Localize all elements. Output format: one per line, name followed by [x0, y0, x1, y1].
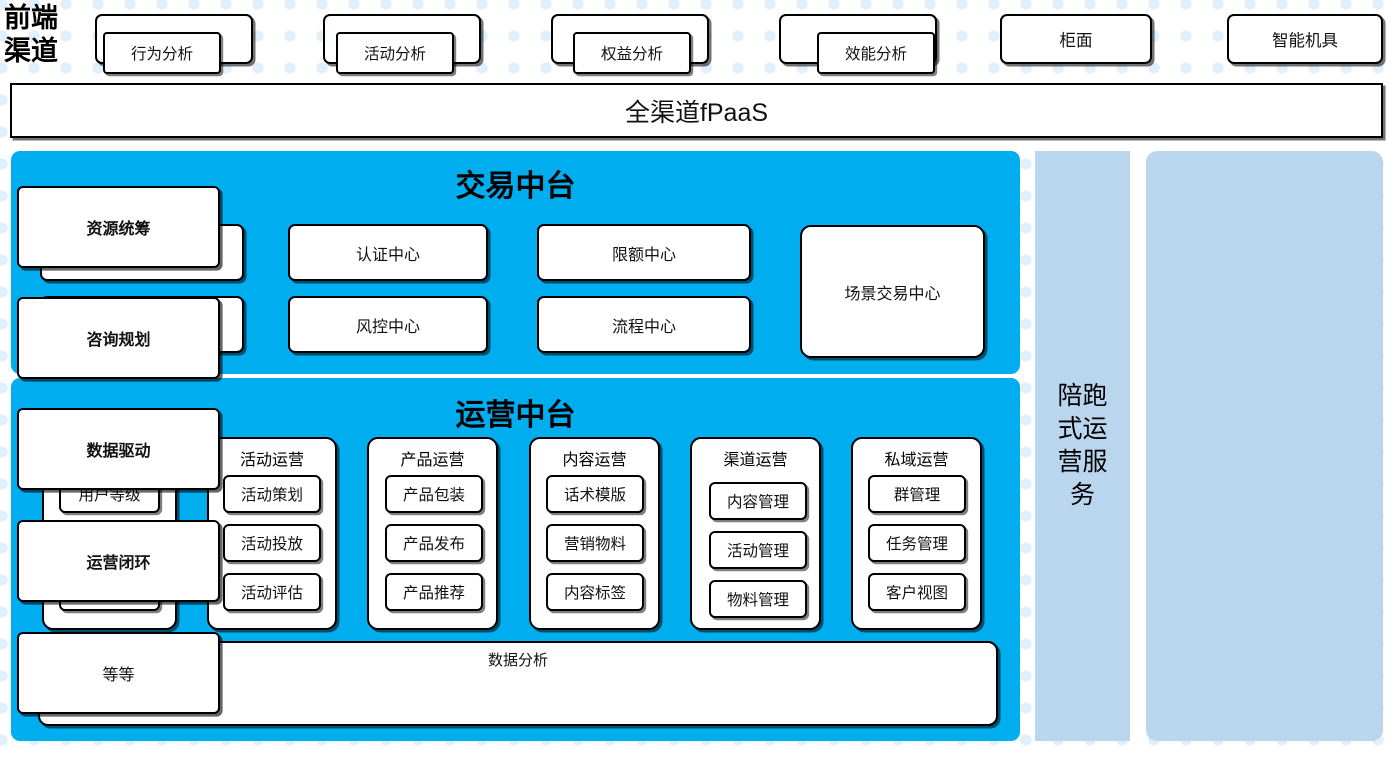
transaction-item-scenario-center[interactable]: 场景交易中心	[800, 225, 985, 358]
front-channel-label: 前端 渠道	[4, 2, 86, 68]
transaction-item-auth-center[interactable]: 认证中心	[288, 224, 488, 281]
operation-item-content-tag[interactable]: 内容标签	[546, 573, 644, 611]
analysis-item-performance[interactable]: 效能分析	[817, 32, 935, 74]
operation-item-activity-plan[interactable]: 活动策划	[223, 475, 321, 513]
operation-item-product-release[interactable]: 产品发布	[385, 524, 483, 562]
operation-item-script-template[interactable]: 话术模版	[546, 475, 644, 513]
analysis-item-benefit[interactable]: 权益分析	[573, 32, 691, 74]
analysis-item-activity[interactable]: 活动分析	[336, 32, 454, 74]
capability-card-resource-coordination[interactable]: 资源统筹	[17, 186, 220, 268]
transaction-item-risk-center[interactable]: 风控中心	[288, 296, 488, 353]
operation-column-private-domain-title: 私域运营	[884, 452, 949, 469]
operation-column-content-title: 内容运营	[562, 452, 627, 469]
operation-column-activity-title: 活动运营	[239, 452, 304, 469]
front-channel-label-line1: 前端	[4, 3, 58, 33]
transaction-item-limit-center[interactable]: 限额中心	[537, 224, 751, 281]
analysis-item-behavior[interactable]: 行为分析	[103, 32, 221, 74]
operation-item-product-recommend[interactable]: 产品推荐	[385, 573, 483, 611]
capability-card-consulting-planning[interactable]: 咨询规划	[17, 297, 220, 379]
channel-box-counter[interactable]: 柜面	[1000, 14, 1152, 64]
transaction-item-process-center[interactable]: 流程中心	[537, 296, 751, 353]
operation-column-channel-title: 渠道运营	[723, 452, 788, 469]
operation-item-material-manage[interactable]: 物料管理	[709, 580, 807, 618]
capability-card-data-driven[interactable]: 数据驱动	[17, 408, 220, 490]
operation-item-activity-manage[interactable]: 活动管理	[709, 531, 807, 569]
operation-item-content-manage[interactable]: 内容管理	[709, 482, 807, 520]
service-column-panel: 陪跑式运营服务	[1035, 151, 1130, 741]
operation-item-customer-view[interactable]: 客户视图	[868, 573, 966, 611]
operation-item-task-manage[interactable]: 任务管理	[868, 524, 966, 562]
operation-column-product-title: 产品运营	[400, 452, 465, 469]
channel-box-smart-device[interactable]: 智能机具	[1227, 14, 1383, 64]
operation-item-marketing-asset[interactable]: 营销物料	[546, 524, 644, 562]
platform-bar-fpaas[interactable]: 全渠道fPaaS	[10, 83, 1383, 138]
service-column-label: 陪跑式运营服务	[1057, 382, 1108, 509]
capability-column-panel	[1146, 151, 1383, 741]
operation-item-activity-review[interactable]: 活动评估	[223, 573, 321, 611]
operation-item-product-package[interactable]: 产品包装	[385, 475, 483, 513]
operation-item-activity-launch[interactable]: 活动投放	[223, 524, 321, 562]
operation-item-group-manage[interactable]: 群管理	[868, 475, 966, 513]
capability-card-etc[interactable]: 等等	[17, 632, 220, 714]
front-channel-label-line2: 渠道	[4, 36, 58, 66]
capability-card-operation-loop[interactable]: 运营闭环	[17, 520, 220, 602]
